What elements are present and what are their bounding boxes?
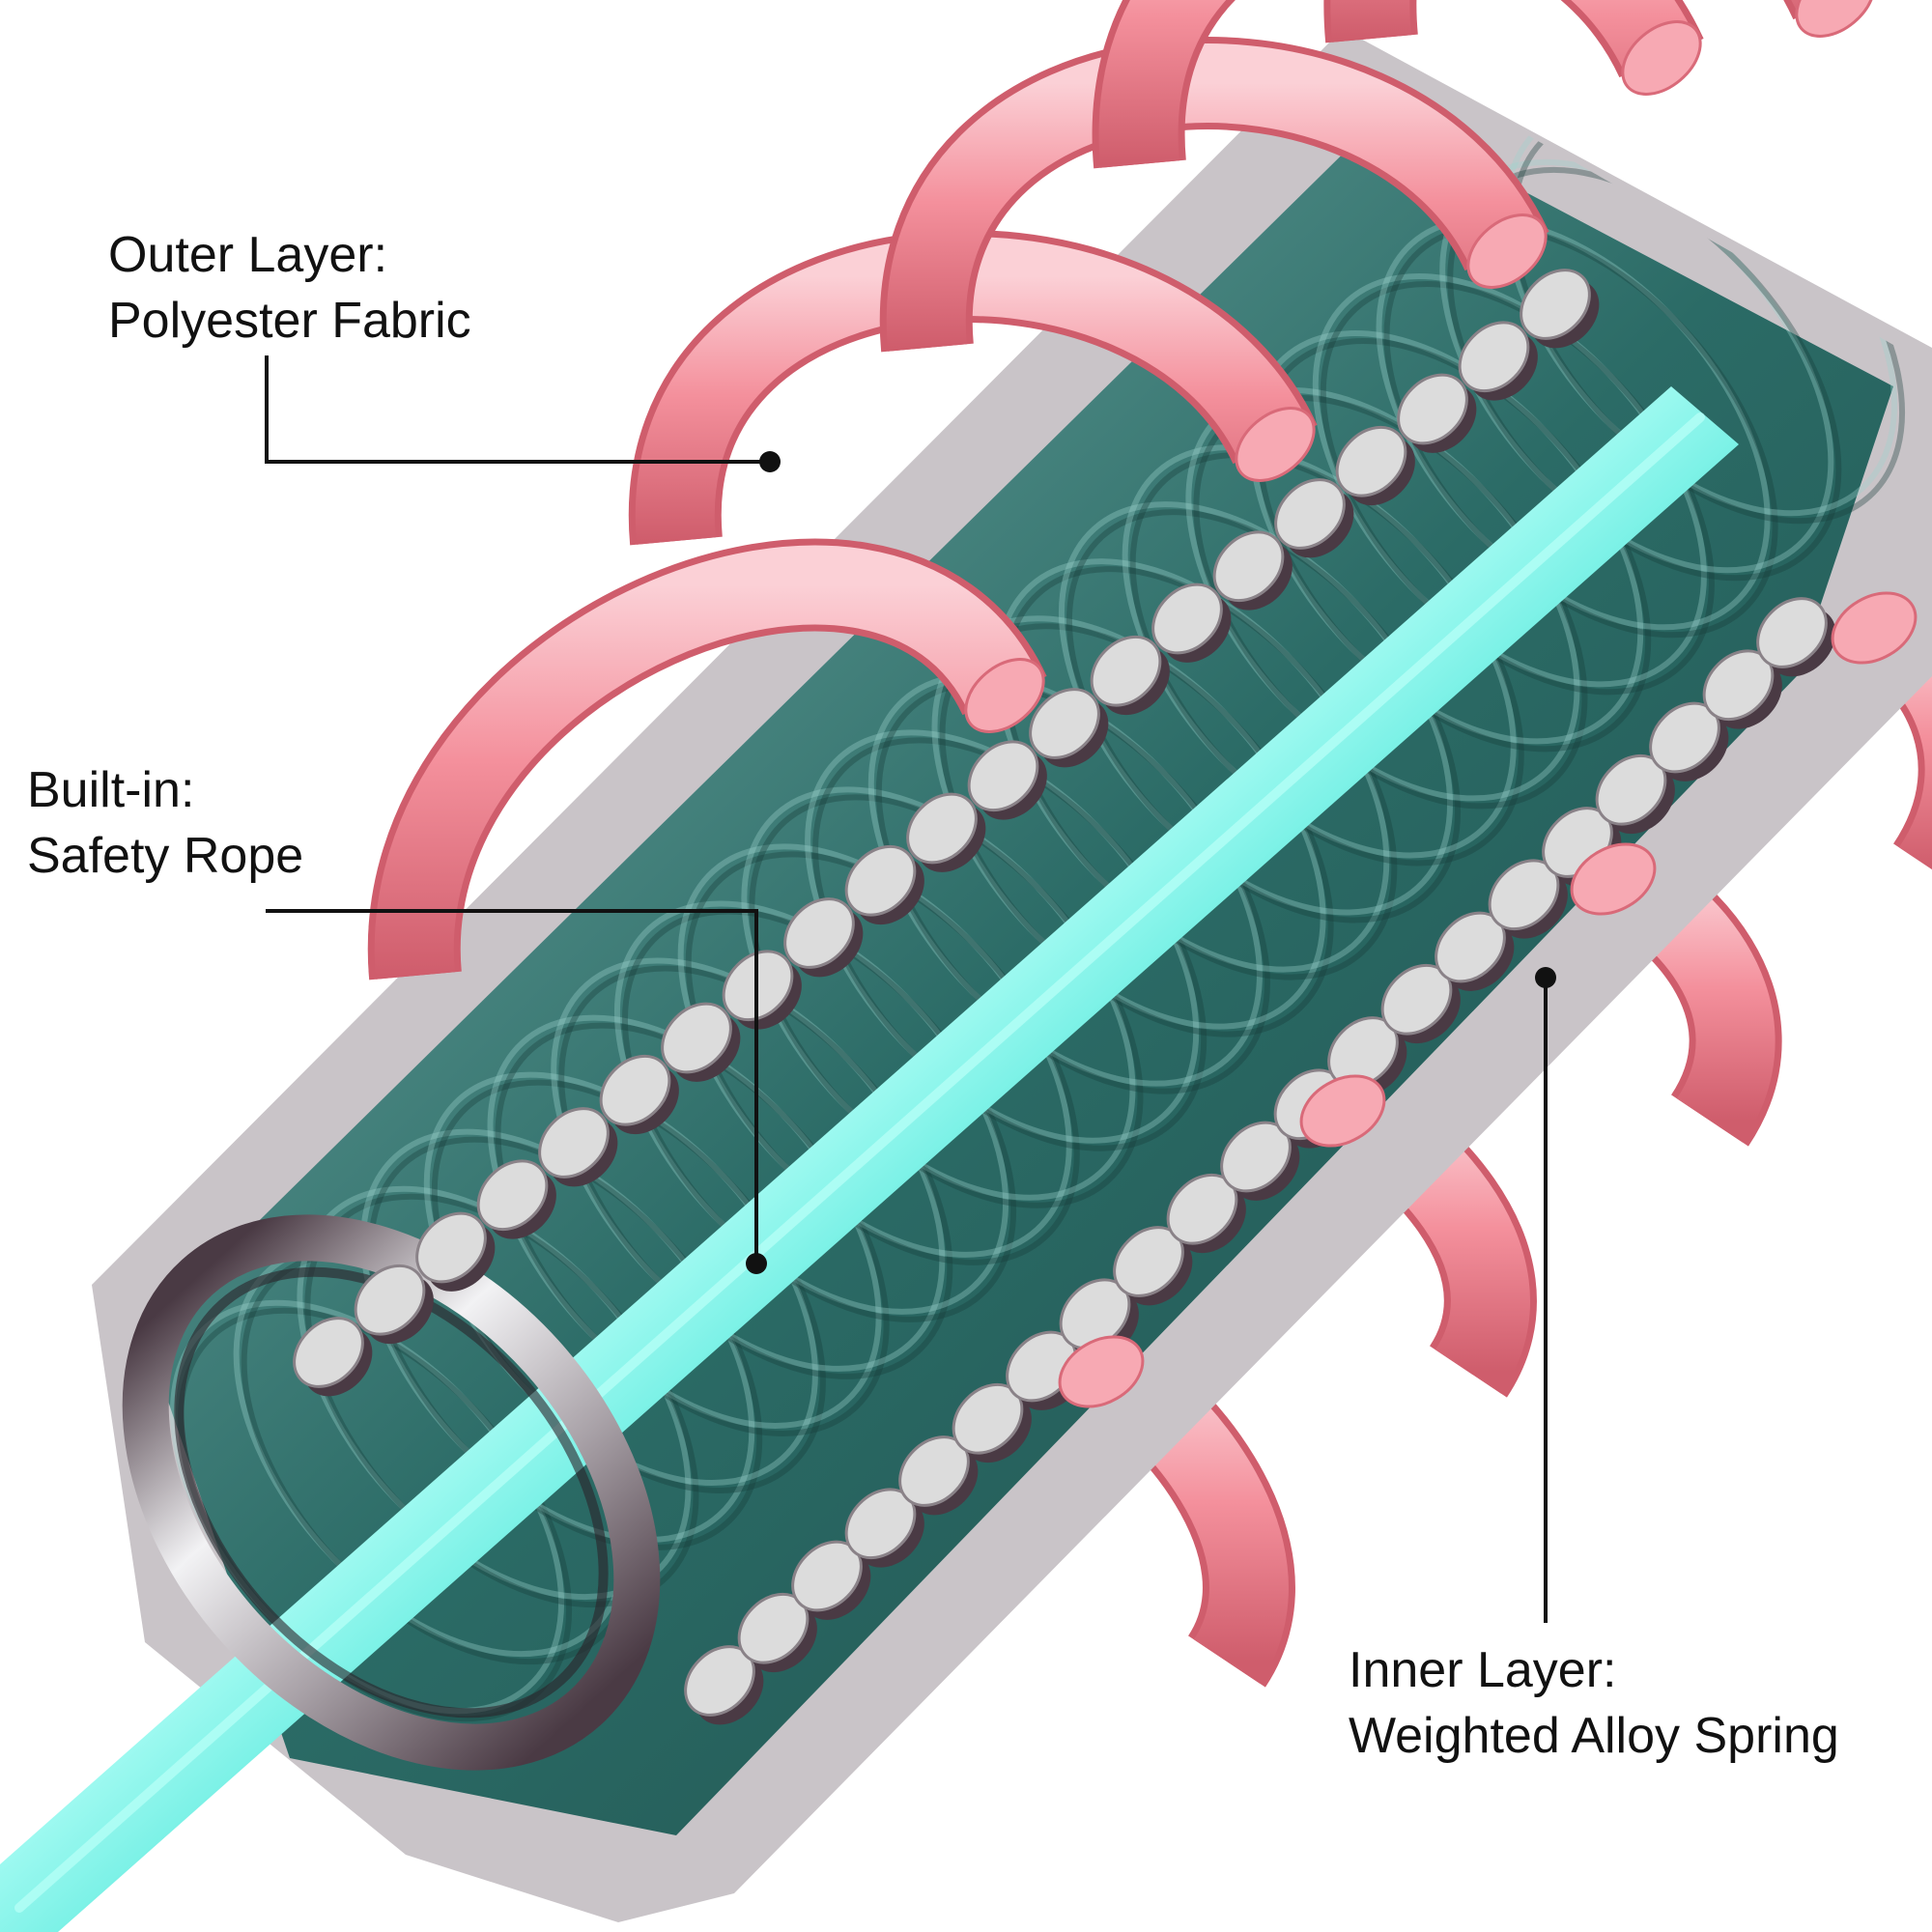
safety-rope-leader [266, 909, 758, 1263]
outer-layer-leader [265, 355, 768, 464]
spring-wire-cap [354, 1264, 426, 1336]
interior-rib-shadow [685, 851, 1080, 1265]
safety-rope-label-line1: Built-in: [27, 762, 195, 818]
interior-rib-shadow [1129, 452, 1524, 867]
interior-rib-shadow [621, 908, 1017, 1322]
interior-rib [487, 1014, 882, 1429]
spring-wire-cap [783, 897, 855, 969]
interior-rib-shadow [1065, 509, 1462, 923]
interior-rib-shadow [558, 965, 953, 1379]
outer-layer-label-line2: Polyester Fabric [108, 293, 471, 349]
interior-rib [551, 957, 946, 1372]
spring-wire-cap [1335, 425, 1407, 497]
fabric-hook-end [1299, 1074, 1386, 1148]
spring-wire-cap [1090, 635, 1162, 707]
interior-rib [1376, 215, 1771, 631]
outer-layer-label-line1: Outer Layer: [108, 227, 388, 283]
interior-rib-shadow [875, 680, 1270, 1094]
fabric-coil-end [1235, 407, 1316, 482]
spring-wire-cap [661, 1002, 732, 1074]
spring-wire-cap [1029, 688, 1100, 759]
safety-rope-label: Built-in: Safety Rope [27, 757, 303, 889]
spring-wire-cap [906, 792, 978, 865]
interior-rib [1058, 501, 1454, 916]
interior-rib [741, 786, 1136, 1201]
fabric-coils-front [367, 0, 1918, 1408]
interior-rib-shadow [1257, 338, 1652, 753]
spring-wire-caps-top [293, 269, 1600, 1397]
interior-rib-shadow [1003, 566, 1398, 980]
spring-wire-cap [844, 844, 917, 917]
callout-leaders [265, 355, 1556, 1623]
spring-wire-cap [1151, 582, 1223, 655]
safety-rope-leader-dot [746, 1253, 767, 1274]
spring-front-end [122, 1214, 661, 1771]
outer-layer-label: Outer Layer: Polyester Fabric [108, 222, 471, 354]
spring-wire-cap [1212, 530, 1285, 603]
interior-rib [1249, 330, 1644, 745]
interior-rib-shadow [1383, 223, 1778, 639]
fabric-coil-end [1621, 20, 1702, 96]
fabric-hook-end [1570, 842, 1657, 916]
spring-wire-cap [476, 1159, 549, 1232]
interior-rib [1122, 444, 1517, 859]
fabric-coil [1098, 0, 1698, 168]
spring-wire-cap [415, 1211, 487, 1284]
safety-rope-label-line2: Safety Rope [27, 828, 304, 884]
interior-rib [995, 558, 1390, 973]
inner-layer-label-line2: Weighted Alloy Spring [1349, 1708, 1839, 1764]
interior-rib-shadow [812, 737, 1208, 1151]
fabric-coil-end [1795, 0, 1876, 38]
spring-wire-cap [599, 1054, 671, 1126]
fabric-hook-end [1058, 1335, 1145, 1408]
fabric-coil [374, 545, 1041, 980]
interior-rib-shadow [1320, 280, 1715, 696]
fabric-coil-end [1466, 213, 1548, 289]
interior-rib-shadow [749, 794, 1144, 1208]
interior-rib [360, 1128, 755, 1544]
inner-layer-label: Inner Layer: Weighted Alloy Spring [1349, 1637, 1839, 1769]
spring-end-ring-inner [174, 1266, 609, 1719]
interior-rib [677, 843, 1072, 1258]
spring-wire-cap [1397, 373, 1468, 445]
interior-rib [867, 672, 1263, 1087]
spring-wire-cap [538, 1107, 610, 1179]
spring-wire-cap [1756, 597, 1828, 668]
spring-wire-cap [1520, 269, 1591, 340]
inner-layer-label-line1: Inner Layer: [1349, 1642, 1617, 1698]
spring-wire-cap [1274, 478, 1346, 550]
interior-rib-shadow [368, 1136, 763, 1551]
spring-wire-cap [1458, 321, 1530, 393]
interior-rib [805, 729, 1200, 1144]
interior-rib-shadow [495, 1022, 890, 1436]
interior-rib [613, 900, 1009, 1315]
fabric-coil-end [964, 658, 1045, 733]
outer-layer-leader-dot [759, 451, 781, 472]
spring-wire-cap [293, 1317, 364, 1388]
spring-end-ring [122, 1214, 661, 1771]
interior-rib [1312, 272, 1707, 688]
inner-layer-leader-dot [1535, 967, 1556, 988]
spring-wire-cap [967, 740, 1039, 812]
fabric-hook-end [1831, 591, 1918, 665]
